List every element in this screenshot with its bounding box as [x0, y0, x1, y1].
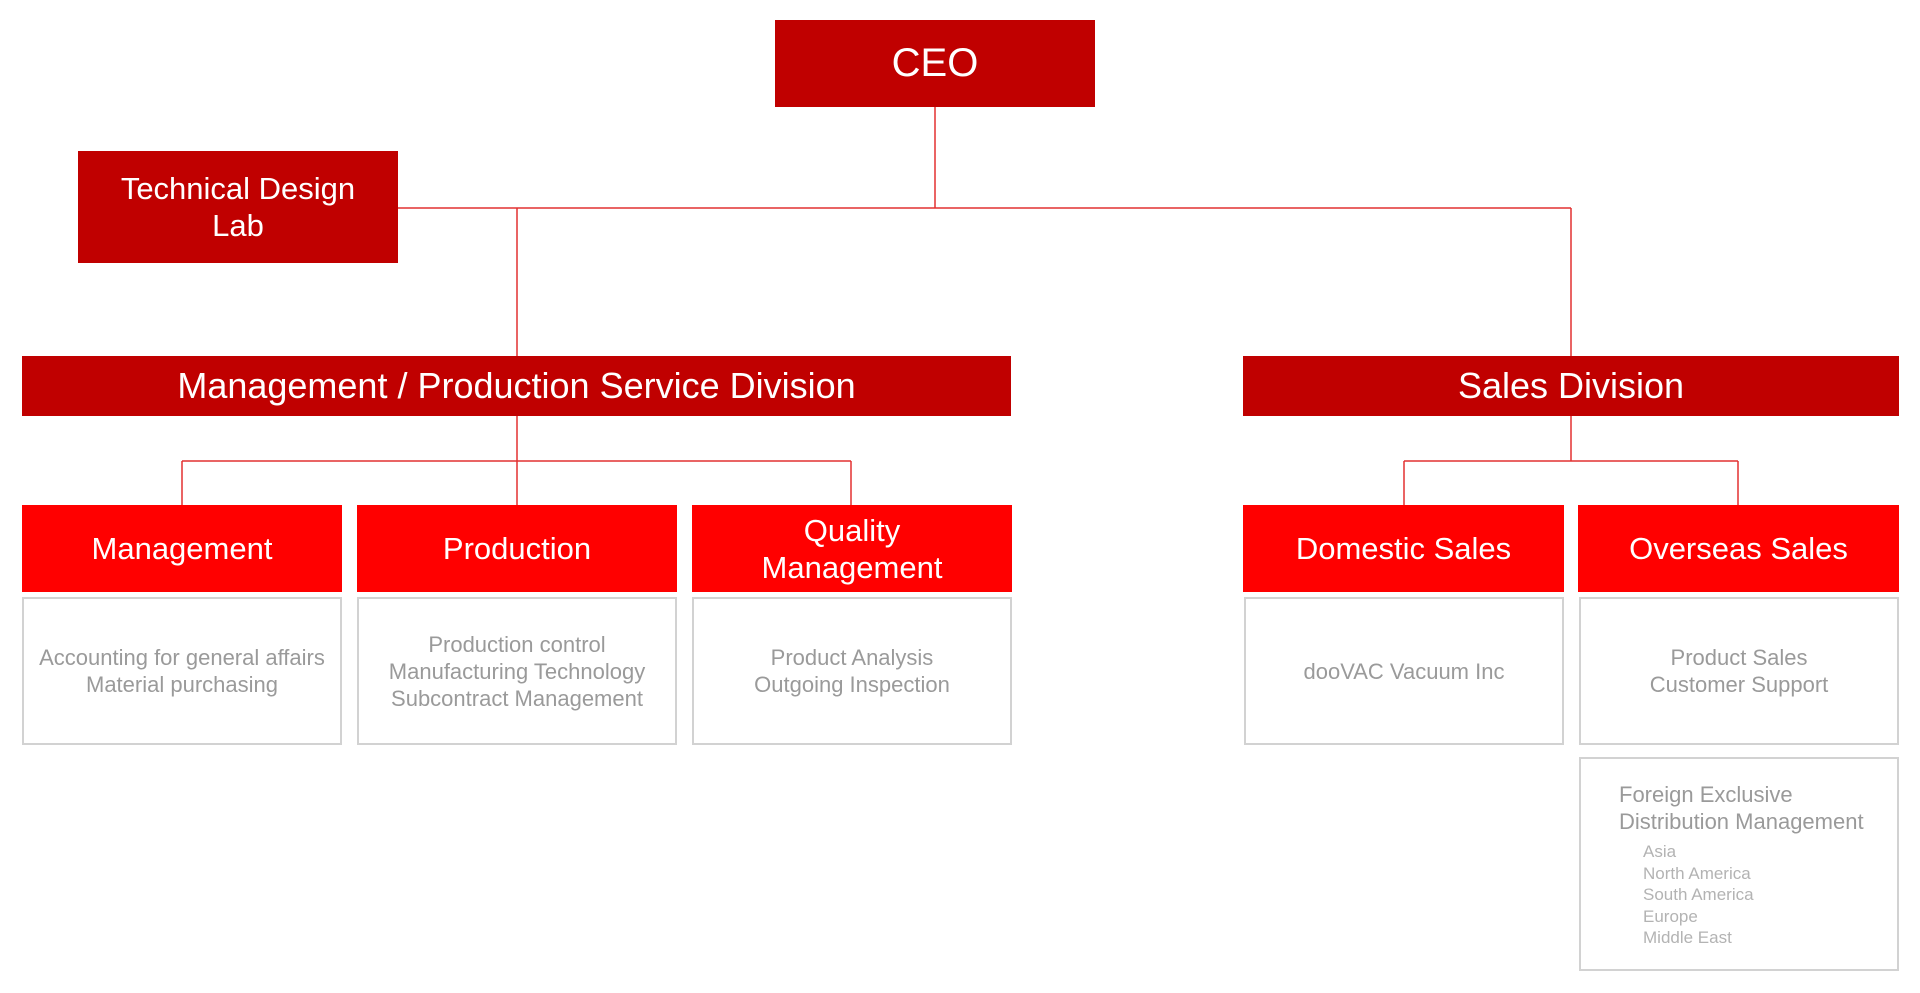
- foreign-distribution-title: Foreign Exclusive Distribution Managemen…: [1619, 781, 1897, 835]
- overseas-sales-description-box: Product Sales Customer Support: [1579, 597, 1899, 745]
- region-item: Asia: [1643, 842, 1677, 861]
- description-line: Customer Support: [1649, 672, 1829, 697]
- lab-label-line-2: Lab: [212, 208, 264, 243]
- management-department-box: Management: [22, 505, 342, 592]
- foreign-title-line-1: Foreign Exclusive: [1619, 782, 1793, 807]
- description-line: Product Sales: [1670, 645, 1808, 670]
- ceo-box: CEO: [775, 20, 1095, 107]
- region-item: North America: [1643, 863, 1751, 883]
- sales-division-box: Sales Division: [1243, 356, 1899, 416]
- description-line: Material purchasing: [86, 672, 278, 697]
- management-description-box: Accounting for general affairs Material …: [22, 597, 342, 745]
- department-label-line-1: Quality: [803, 512, 901, 548]
- foreign-title-line-2: Distribution Management: [1619, 809, 1864, 834]
- overseas-sales-department-box: Overseas Sales: [1578, 505, 1899, 592]
- sales-division-label: Sales Division: [1457, 365, 1685, 406]
- management-production-division-label: Management / Production Service Division: [177, 365, 856, 406]
- domestic-sales-department-box: Domestic Sales: [1243, 505, 1564, 592]
- description-line: Accounting for general affairs: [39, 645, 325, 670]
- department-label: Domestic Sales: [1295, 531, 1512, 566]
- lab-label-line-1: Technical Design: [120, 171, 356, 206]
- foreign-distribution-box: Foreign Exclusive Distribution Managemen…: [1579, 757, 1899, 971]
- management-production-division-box: Management / Production Service Division: [22, 356, 1011, 416]
- quality-management-department-box: Quality Management: [692, 505, 1012, 592]
- description-line: Production control: [428, 631, 606, 657]
- region-item: Middle East: [1643, 928, 1732, 947]
- region-list: Asia North America South America Europe …: [1643, 841, 1897, 949]
- region-item: South America: [1643, 885, 1754, 904]
- quality-management-description-box: Product Analysis Outgoing Inspection: [692, 597, 1012, 745]
- description-line: Product Analysis: [770, 645, 934, 670]
- ceo-label: CEO: [891, 41, 979, 85]
- domestic-sales-description-box: dooVAC Vacuum Inc: [1244, 597, 1564, 745]
- department-label: Management: [91, 531, 273, 566]
- description-line: Outgoing Inspection: [754, 672, 950, 697]
- department-label: Overseas Sales: [1629, 531, 1848, 566]
- description-line: dooVAC Vacuum Inc: [1303, 658, 1505, 684]
- region-item: Europe: [1643, 906, 1698, 926]
- production-description-box: Production control Manufacturing Technol…: [357, 597, 677, 745]
- technical-design-lab-box: Technical Design Lab: [78, 151, 398, 263]
- department-label: Production: [442, 531, 592, 566]
- description-line: Manufacturing Technology: [388, 658, 646, 684]
- department-label-line-2: Management: [761, 549, 943, 585]
- description-line: Subcontract Management: [391, 685, 643, 711]
- production-department-box: Production: [357, 505, 677, 592]
